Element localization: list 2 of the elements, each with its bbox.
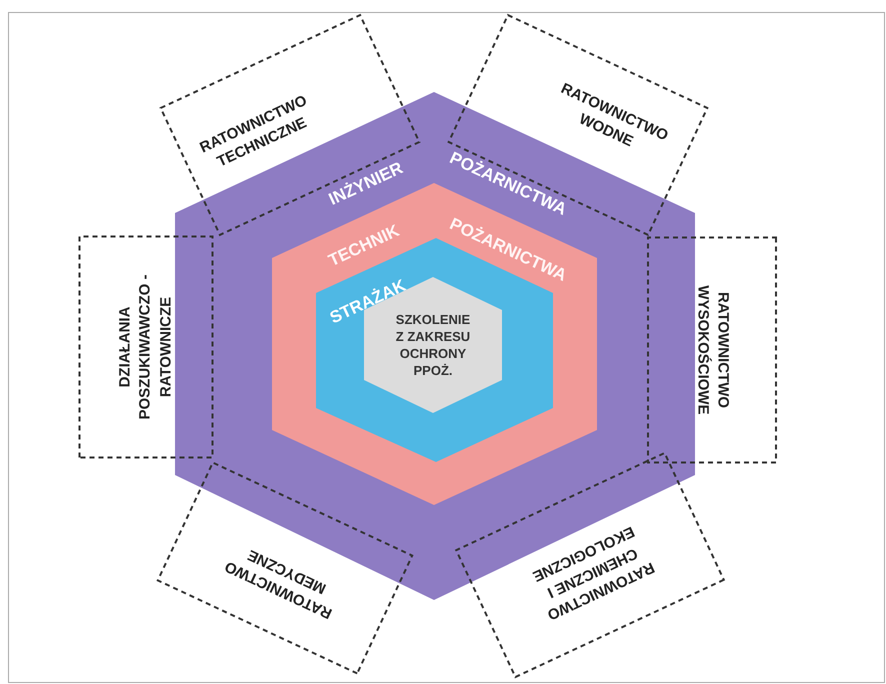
box-label: DZIAŁANIA POSZUKIWAWCZO - RATOWNICZE <box>116 260 176 434</box>
box-label: RATOWNICTWO WYSOKOŚCIOWE <box>692 262 732 438</box>
